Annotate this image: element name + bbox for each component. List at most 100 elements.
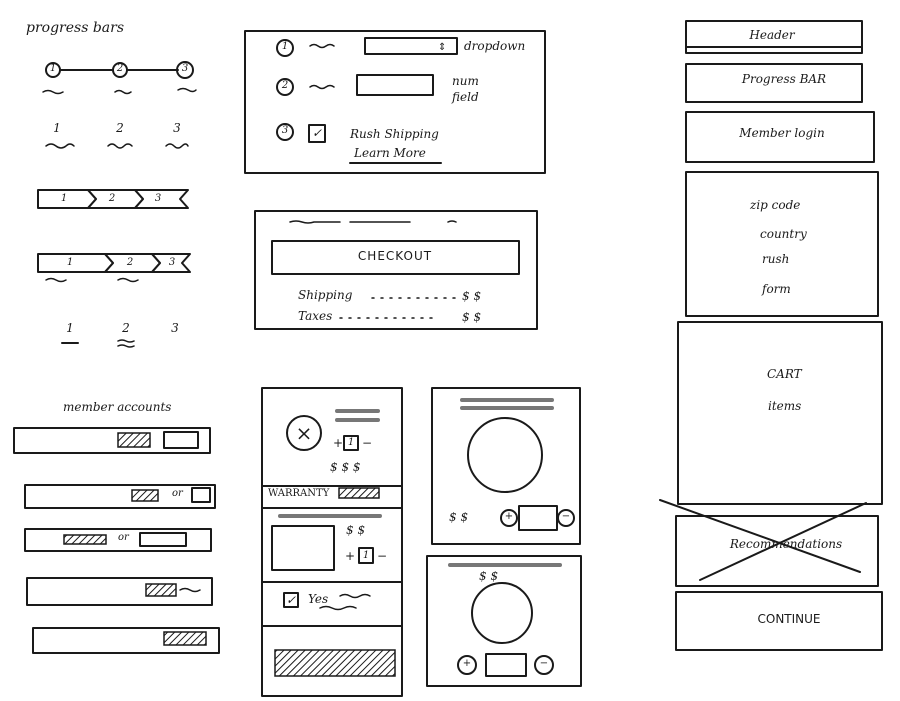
step-number: 1 [66, 257, 74, 268]
progress-bar-block [685, 63, 863, 103]
progress-bar-variant-chevrons-captions [37, 253, 191, 283]
member-bar-4 [26, 577, 213, 606]
step-number: 1 [49, 63, 57, 74]
continue-label: CONTINUE [757, 612, 821, 626]
step-circle-2 [276, 78, 294, 96]
shipping-label: Shipping [298, 288, 353, 302]
cart-item-card-frame [261, 387, 403, 697]
product-image-circle [467, 417, 543, 493]
qty-box [358, 547, 374, 564]
form-line: zip code [750, 198, 801, 212]
form-card-frame [244, 30, 546, 174]
step-circle-3 [276, 123, 294, 141]
num-field-box [356, 74, 434, 96]
scribble-caption [117, 344, 135, 348]
recommendations-block [675, 515, 879, 587]
chevron-step-3 [151, 253, 191, 273]
close-icon[interactable]: × [295, 421, 313, 445]
scribble-caption [117, 277, 139, 283]
scribble-caption [45, 143, 75, 149]
product-image-circle [471, 582, 533, 644]
minus-button [534, 655, 554, 675]
chevron-step-2 [87, 189, 144, 209]
step-circle-3 [176, 61, 194, 79]
member-login-button [117, 432, 151, 448]
step-number: 3 [281, 125, 289, 136]
dropdown-label: dropdown [464, 39, 526, 53]
step-number: 3 [168, 257, 176, 268]
plus-button [500, 509, 518, 527]
scribble-caption [117, 339, 135, 343]
rush-checkbox [308, 124, 326, 143]
cart-line: CART [767, 367, 802, 381]
member-login-button [145, 583, 177, 597]
dropdown-arrow-icon: ⇕ [438, 42, 446, 53]
scribble-caption [165, 143, 189, 149]
plus-icon[interactable]: + [504, 511, 514, 522]
price-values: $ $ [479, 569, 499, 583]
cart-line: items [768, 399, 802, 413]
rush-shipping-label: Rush Shipping [350, 127, 439, 141]
footer-hatch [274, 649, 396, 677]
step-number: 2 [116, 121, 124, 135]
step-number: 2 [281, 80, 289, 91]
warranty-label: WARRANTY [268, 488, 330, 499]
scribble-caption [45, 277, 67, 283]
dropdown-box [364, 37, 458, 55]
taxes-value: $ $ [462, 310, 482, 324]
price-values: $ $ [449, 510, 469, 524]
checkout-button-label[interactable]: CHECKOUT [357, 249, 433, 263]
step-number: 2 [126, 257, 134, 268]
minus-label[interactable]: − [377, 549, 388, 563]
progress-bar-variant-underline [61, 339, 135, 348]
form-line: rush [762, 252, 790, 266]
product-card-1 [431, 387, 581, 545]
member-login-button [63, 534, 107, 545]
step-number: 1 [60, 193, 68, 204]
plus-label[interactable]: + [345, 549, 356, 563]
product-image-box [271, 525, 335, 571]
minus-icon[interactable]: − [561, 511, 571, 522]
member-input [163, 431, 199, 449]
progress-bars-title: progress bars [26, 20, 125, 36]
cart-item-card [261, 387, 403, 697]
product-card-frame [426, 555, 582, 687]
product-card-frame [431, 387, 581, 545]
scribble-text [179, 587, 201, 593]
chevron-step-1 [37, 253, 114, 273]
form-card: ⇕ [244, 30, 546, 174]
progress-bar-variant-numbers [45, 143, 189, 149]
minus-icon[interactable]: − [539, 658, 549, 669]
step-number: 1 [53, 121, 61, 135]
step-number: 2 [122, 321, 130, 335]
member-login-label: Member login [739, 126, 825, 140]
form-line: country [760, 227, 807, 241]
checkout-card-frame [254, 210, 538, 330]
check-mark-icon: ✓ [311, 126, 323, 140]
learn-more-link[interactable]: Learn More [354, 146, 426, 160]
num-field-label: field [452, 90, 479, 104]
page-layout-wireframe [659, 20, 883, 651]
member-bar-3 [24, 528, 212, 552]
member-accounts-variants [13, 427, 220, 654]
cart-block [677, 321, 883, 505]
qty-value: 1 [362, 550, 370, 561]
scribble-label [309, 43, 335, 49]
member-accounts-title: member accounts [63, 400, 172, 414]
member-login-button [163, 631, 207, 646]
header-block [685, 20, 863, 54]
step-number: 2 [116, 63, 124, 74]
step-number: 1 [281, 41, 289, 52]
progress-bar-variant-chevrons [37, 189, 189, 209]
qty-value: 1 [347, 437, 355, 448]
member-bar-1 [13, 427, 211, 454]
plus-label[interactable]: + [333, 436, 344, 450]
product-card-2 [426, 555, 582, 687]
step-number: 3 [171, 321, 179, 335]
warranty-hatch [338, 487, 380, 499]
minus-label[interactable]: − [362, 436, 373, 450]
qty-box [343, 435, 359, 451]
plus-icon[interactable]: + [462, 658, 472, 669]
scribble-text [319, 605, 357, 611]
price-values: $ $ $ [330, 460, 361, 474]
